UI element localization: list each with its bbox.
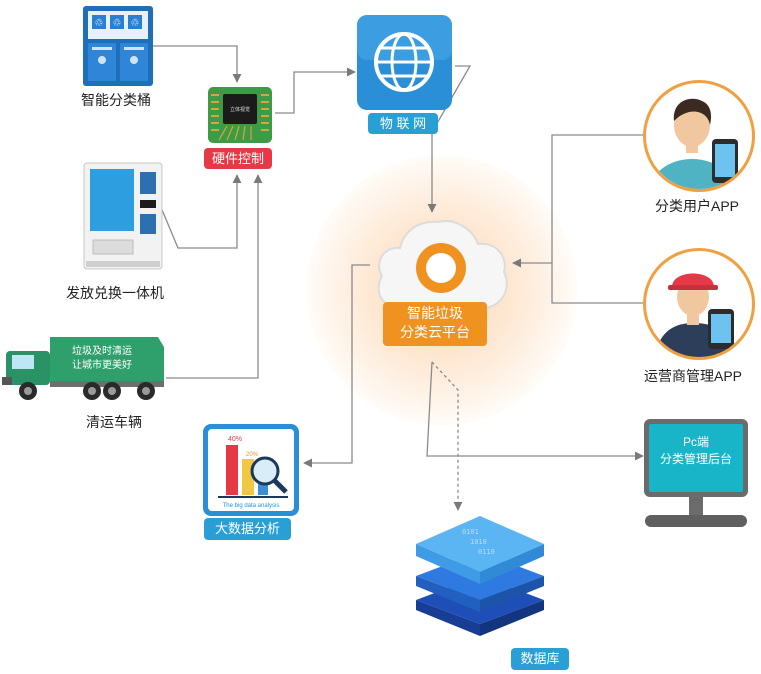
pc-monitor-graphic: [644, 419, 748, 527]
svg-text:40%: 40%: [228, 436, 242, 443]
cloud-platform-icon: [377, 220, 508, 309]
database-stack-icon: 0101 1010 0110: [416, 516, 544, 636]
operator-icon: [654, 273, 734, 357]
hardware-control-tag: 硬件控制: [204, 148, 272, 169]
big-data-tag: 大数据分析: [204, 518, 291, 540]
pc-screen-text: Pc端 分类管理后台: [649, 434, 743, 468]
big-data-chart-icon: 40% 20% The big data analysis: [203, 424, 299, 516]
cloud-platform-tag: 智能垃圾 分类云平台: [383, 302, 487, 346]
cloud-to-database-line: [431, 361, 463, 511]
svg-text:♲: ♲: [131, 18, 140, 29]
garbage-truck-graphic: 垃圾及时清运 让城市更美好: [2, 337, 164, 400]
database-tag: 数据库: [511, 648, 569, 670]
cloud-to-pc-line: [426, 361, 644, 461]
iot-globe-icon: [357, 15, 452, 110]
vending-machine-label: 发放兑换一体机: [66, 285, 164, 301]
user-icon: [650, 98, 738, 189]
svg-text:1010: 1010: [470, 538, 487, 546]
apps-to-cloud-line: [512, 134, 645, 268]
pc-line1: Pc端: [682, 435, 709, 449]
iot-tag: 物 联 网: [368, 113, 438, 134]
user-app-avatar: [643, 80, 755, 192]
operator-app-avatar: [643, 248, 755, 360]
truck-to-hardware-line: [166, 174, 263, 379]
svg-text:让城市更美好: 让城市更美好: [72, 358, 132, 371]
operator-to-cloud-line: [551, 263, 645, 304]
pc-line2: 分类管理后台: [659, 452, 732, 466]
smart-bin-label: 智能分类桶: [81, 92, 151, 108]
cloud-platform-line2: 分类云平台: [400, 324, 470, 340]
svg-text:20%: 20%: [246, 452, 259, 458]
smart-bin-graphic: ♲ ♲ ♲: [83, 6, 153, 86]
cloud-platform-line1: 智能垃圾: [407, 305, 463, 321]
bin-to-hardware-line: [152, 45, 242, 83]
svg-text:立体视觉: 立体视觉: [230, 106, 250, 113]
truck-label: 清运车辆: [86, 414, 142, 430]
svg-text:♲: ♲: [95, 18, 104, 29]
svg-text:The big data analysis: The big data analysis: [223, 503, 280, 509]
vending-machine-graphic: [83, 162, 163, 270]
vending-to-hardware-line: [159, 174, 242, 249]
hardware-to-iot-line: [275, 67, 356, 114]
operator-app-label: 运营商管理APP: [644, 368, 743, 384]
user-app-label: 分类用户APP: [655, 198, 740, 214]
cloud-to-bigdata-line: [303, 264, 370, 468]
svg-text:0110: 0110: [478, 548, 495, 556]
hardware-chip-graphic: 立体视觉: [208, 87, 272, 143]
svg-text:垃圾及时清运: 垃圾及时清运: [72, 344, 132, 357]
svg-text:0101: 0101: [462, 528, 479, 536]
svg-text:♲: ♲: [113, 18, 122, 29]
